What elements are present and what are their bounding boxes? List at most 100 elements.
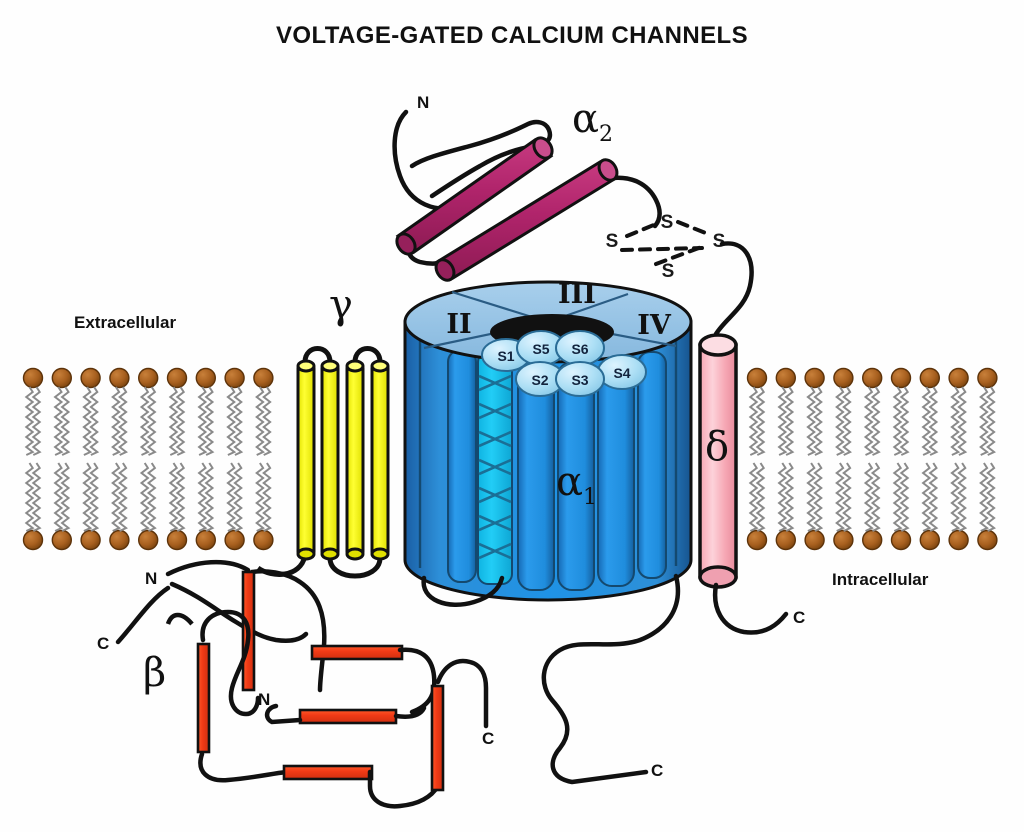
lipid-tail bbox=[835, 386, 845, 456]
lipid-tail bbox=[986, 386, 996, 456]
gamma-subunit bbox=[256, 346, 390, 579]
lipid-tail bbox=[835, 462, 845, 532]
lipid-head bbox=[224, 367, 245, 389]
lipid-head bbox=[948, 529, 969, 551]
lipid-head bbox=[862, 367, 883, 389]
lipid-tail bbox=[89, 462, 100, 532]
lipid-head bbox=[746, 529, 768, 551]
page-title: VOLTAGE-GATED CALCIUM CHANNELS bbox=[276, 22, 748, 49]
lipid-head bbox=[22, 529, 44, 551]
lipid-tail bbox=[842, 386, 852, 456]
lipid-head bbox=[166, 529, 188, 551]
lipid-tail bbox=[197, 462, 208, 532]
lipid-tail bbox=[863, 462, 874, 532]
lipid-head bbox=[137, 367, 159, 389]
lipid-head bbox=[919, 367, 940, 389]
lipid-tail bbox=[175, 462, 186, 532]
lipid-tail bbox=[53, 386, 64, 456]
lipid-tail bbox=[226, 462, 237, 532]
lipid-head bbox=[80, 529, 101, 551]
segment-label-s6: S6 bbox=[571, 341, 588, 357]
alpha1-helix-columns bbox=[418, 330, 678, 591]
lipid-tail bbox=[899, 462, 910, 532]
lipid-tail bbox=[175, 386, 186, 456]
lipid-tail bbox=[197, 386, 208, 456]
lipid-head bbox=[833, 367, 854, 389]
alpha1-subunit: II III IV S1 S5 S6 S4 S2 S3 bbox=[403, 279, 693, 785]
sulfur-label-right: S bbox=[713, 231, 726, 252]
lipid-tail bbox=[777, 386, 788, 456]
lipid-tail bbox=[255, 462, 265, 532]
lipid-tail bbox=[813, 462, 824, 532]
lipid-tail bbox=[89, 386, 100, 456]
lipid-tail bbox=[146, 386, 157, 456]
beta-c-terminus-label: C bbox=[97, 634, 110, 653]
lipid-head bbox=[195, 529, 217, 551]
lipid-head bbox=[166, 367, 188, 389]
beta-label: β bbox=[143, 650, 167, 696]
lipid-tail bbox=[870, 386, 881, 456]
lipid-tail bbox=[226, 386, 237, 456]
lipid-head bbox=[746, 367, 768, 389]
segment-label-s1: S1 bbox=[497, 348, 514, 364]
delta-subunit bbox=[698, 333, 789, 635]
lipid-tail bbox=[755, 462, 766, 532]
alpha1-c-terminus-label: C bbox=[651, 761, 664, 780]
lipid-head bbox=[833, 529, 854, 551]
lipid-tail bbox=[979, 462, 989, 532]
lipid-head bbox=[862, 529, 883, 551]
lipid-head bbox=[109, 367, 130, 389]
lipid-tail bbox=[24, 462, 35, 532]
lipid-tail bbox=[928, 462, 939, 532]
lipid-tail bbox=[928, 386, 939, 456]
segment-label-s4: S4 bbox=[613, 365, 630, 381]
lipid-tail bbox=[31, 386, 42, 456]
lipid-head bbox=[195, 367, 217, 389]
lipid-tail bbox=[168, 386, 179, 456]
sulfur-label-bottom: S bbox=[662, 261, 675, 282]
lipid-head bbox=[109, 529, 130, 551]
beta-n-terminus-label-2: N bbox=[258, 690, 271, 709]
gamma-helix-4 bbox=[370, 359, 390, 561]
lipid-head bbox=[80, 367, 101, 389]
lipid-head bbox=[253, 529, 274, 551]
lipid-head bbox=[977, 367, 998, 389]
lipid-bilayer-right bbox=[746, 367, 998, 551]
alpha2-helix-1 bbox=[395, 136, 554, 256]
lipid-tail bbox=[892, 462, 903, 532]
lipid-tail bbox=[118, 386, 128, 456]
lipid-tail bbox=[870, 462, 881, 532]
voltage-sensor-s4-helix bbox=[477, 351, 513, 585]
lipid-tail bbox=[979, 386, 989, 456]
lipid-tail bbox=[255, 386, 265, 456]
lipid-tail bbox=[82, 386, 93, 456]
alpha2-helix-2 bbox=[434, 158, 619, 282]
lipid-head bbox=[51, 367, 72, 389]
lipid-tail bbox=[863, 386, 874, 456]
lipid-tail bbox=[748, 462, 759, 532]
lipid-tail bbox=[921, 462, 932, 532]
lipid-tail bbox=[806, 462, 817, 532]
delta-c-terminus-label: C bbox=[793, 608, 806, 627]
lipid-tail bbox=[921, 386, 932, 456]
lipid-head bbox=[253, 367, 274, 389]
delta-label: δ bbox=[705, 424, 730, 470]
lipid-tail bbox=[31, 462, 42, 532]
segment-label-s5: S5 bbox=[532, 341, 549, 357]
lipid-tail bbox=[118, 462, 128, 532]
extracellular-label: Extracellular bbox=[74, 313, 177, 332]
lipid-tail bbox=[139, 462, 150, 532]
lipid-tail bbox=[82, 462, 93, 532]
lipid-head bbox=[804, 367, 825, 389]
lipid-tail bbox=[139, 386, 150, 456]
alpha2-subunit bbox=[392, 109, 662, 282]
disulfide-bridge: S S S S bbox=[606, 212, 754, 337]
lipid-head bbox=[224, 529, 245, 551]
lipid-tail bbox=[813, 386, 824, 456]
sulfur-label-left: S bbox=[606, 231, 619, 252]
lipid-tail bbox=[60, 462, 71, 532]
lipid-tail bbox=[777, 462, 788, 532]
lipid-head bbox=[948, 367, 969, 389]
gamma-helix-2 bbox=[320, 359, 340, 561]
